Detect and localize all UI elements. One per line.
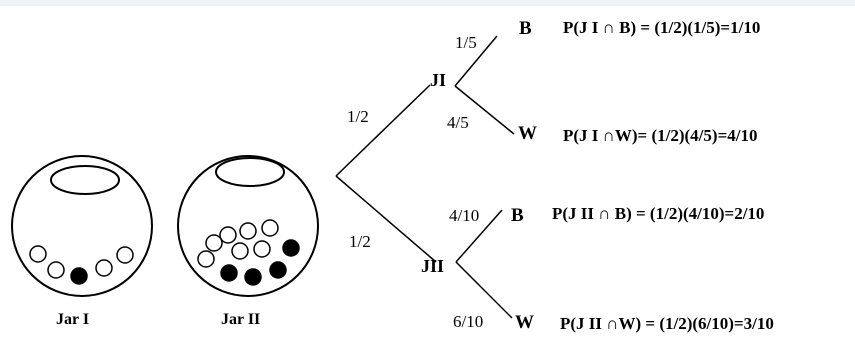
probability-jar1-white: P(J I ∩W)= (1/2)(4/5)=4/10 [563, 126, 758, 145]
branch-jar2-to-w [455, 261, 513, 319]
node-jar2: JII [421, 256, 445, 276]
leaf-jar1-black: B [519, 18, 532, 39]
jar-2-balls [197, 219, 300, 286]
white-ball [205, 234, 223, 252]
white-ball [47, 261, 65, 279]
branch-label-jar1-black: 1/5 [455, 33, 477, 52]
jar-1 [11, 155, 153, 297]
node-jar1: JI [430, 70, 447, 90]
branch-label-jar1: 1/2 [347, 107, 369, 126]
black-ball [220, 264, 238, 282]
probability-jar2-black: P(J II ∩ B) = (1/2)(4/10)=2/10 [552, 204, 765, 223]
white-ball [253, 240, 271, 258]
branch-label-jar1-white: 4/5 [447, 113, 469, 132]
jar-2-label: Jar II [221, 311, 261, 328]
branch-label-jar2-white: 6/10 [453, 312, 484, 331]
jar-1-label: Jar I [56, 311, 90, 328]
jar-2 [177, 155, 319, 297]
white-ball [261, 219, 279, 237]
probability-jar1-black: P(J I ∩ B) = (1/2)(1/5)=1/10 [563, 18, 761, 37]
leaf-jar2-white: W [515, 312, 534, 333]
white-ball [95, 259, 113, 277]
branch-root-to-jar2 [335, 175, 437, 263]
branch-label-jar2: 1/2 [349, 232, 371, 251]
leaf-jar1-white: W [518, 123, 537, 144]
branch-root-to-jar1 [335, 84, 431, 177]
black-ball [244, 268, 262, 286]
branch-jar2-to-b [455, 209, 503, 263]
white-ball [197, 250, 215, 268]
black-ball [269, 261, 287, 279]
white-ball [239, 222, 257, 240]
jar-2-mouth [215, 157, 285, 187]
probability-jar2-white: P(J II ∩W) = (1/2)(6/10)=3/10 [560, 314, 774, 333]
branch-jar1-to-w [454, 85, 515, 135]
white-ball [219, 226, 237, 244]
branch-label-jar2-black: 4/10 [449, 206, 480, 225]
black-ball [70, 267, 88, 285]
jar-1-mouth [50, 165, 120, 195]
jar-1-balls [29, 245, 134, 285]
top-strip [0, 0, 855, 6]
black-ball [282, 239, 300, 257]
leaf-jar2-black: B [511, 205, 524, 226]
white-ball [231, 242, 249, 260]
jar-1-body [11, 155, 153, 297]
branch-jar1-to-b [454, 35, 498, 87]
tree-branches [335, 35, 515, 319]
white-ball [116, 246, 134, 264]
white-ball [29, 245, 47, 263]
